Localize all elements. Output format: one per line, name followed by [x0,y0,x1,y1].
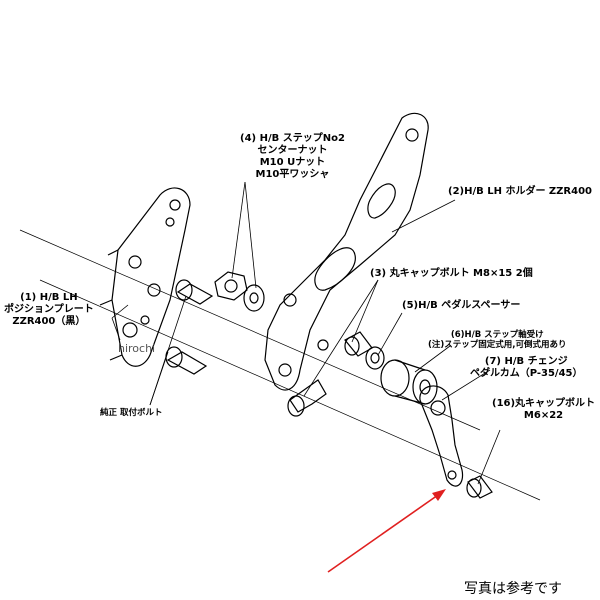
cap-bolt-m6 [466,475,493,499]
label-pedal-spacer: (5)H/B ペダルスペーサー [402,300,521,311]
position-plate-part [99,187,191,367]
label-holder: (2)H/B LH ホルダー ZZR400 [448,186,593,197]
center-nut-washer [214,271,265,312]
label-line: ZZR400（黒） [12,316,86,327]
pedal-spacer-part [365,346,385,370]
step-shaft-part [380,359,438,405]
label-line: (注)ステップ固定式用,可倒式用あり [428,340,567,350]
label-line: ペダルカム（P-35/45） [470,368,583,379]
holder-part [264,112,429,391]
label-position-plate: (1) H/B LH ポジションプレート ZZR400（黒） [4,292,94,328]
label-change-cam: (7) H/B チェンジ ペダルカム（P-35/45） [470,356,583,380]
label-line: (16)丸キャップボルト [492,398,596,409]
label-cap-bolt-m6: (16)丸キャップボルト M6×22 [492,398,595,422]
axis-line-bottom [39,279,541,501]
reference-caption: 写真は参考です [464,581,562,597]
leader-lines [111,181,501,485]
watermark: hirochi [118,342,156,355]
plate-bolts [165,279,214,375]
label-line: M10 Uナット [259,157,326,168]
label-genuine-bolt: 純正 取付ボルト [100,408,163,418]
label-cap-bolt-m8: (3) 丸キャップボルト M8×15 2個 [370,268,533,279]
axis-line-top [19,229,481,431]
change-pedal-cam-part [419,385,464,487]
label-line: (4) H/B ステップNo2 [240,133,345,144]
label-line: (1) H/B LH [20,292,78,303]
label-line: ポジションプレート [4,304,94,315]
cap-bolts-m8 [287,331,373,417]
label-line: (7) H/B チェンジ [484,356,568,367]
label-line: センターナット [257,145,328,156]
label-center-nut: (4) H/B ステップNo2 センターナット M10 Uナット M10平ワッシ… [240,133,345,181]
label-line: M10平ワッシャ [255,169,330,180]
label-step-shaft: (6)H/B ステップ軸受け (注)ステップ固定式用,可倒式用あり [428,330,567,350]
label-line: M6×22 [523,410,564,421]
label-line: (6)H/B ステップ軸受け [450,330,544,340]
pointer-arrow [327,489,446,573]
